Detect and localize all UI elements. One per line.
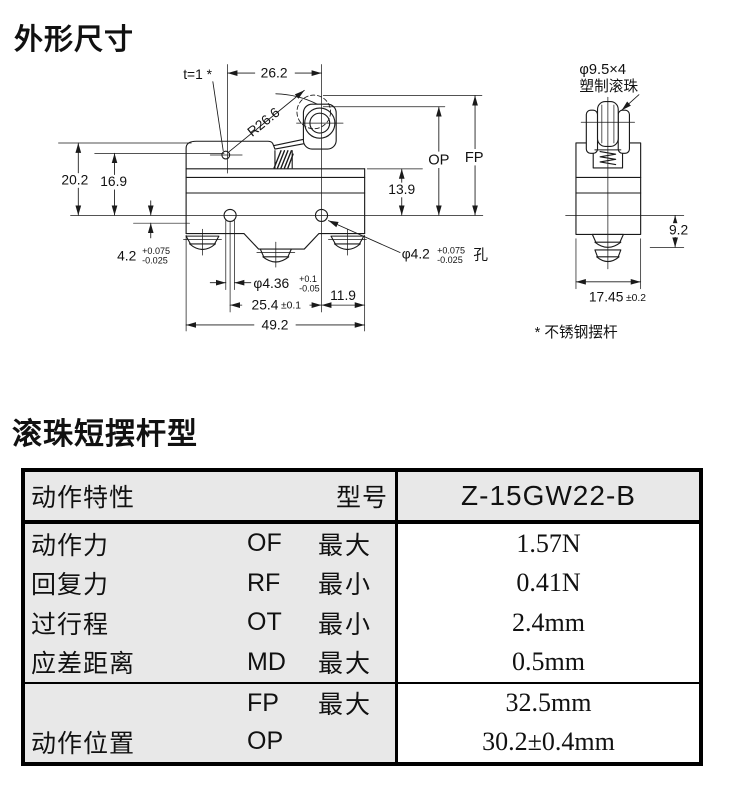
row-value: 32.5mm <box>505 688 592 718</box>
dim-4-2-tol-minus: -0.025 <box>142 256 168 266</box>
table-row: FP 最大 <box>25 684 395 723</box>
row-code: FP <box>247 688 279 717</box>
row-limit: 最小 <box>318 610 373 639</box>
row-label: 动作力 <box>31 531 110 560</box>
dim-17-45: 17.45 <box>589 290 624 305</box>
table-row: 动作力 OF 最大 <box>25 524 395 564</box>
section-title: 滚珠短摆杆型 <box>12 418 198 451</box>
row-code: MD <box>247 647 286 676</box>
row-label: 应差距离 <box>31 650 136 679</box>
dim-17-45-tol: ±0.2 <box>626 293 646 304</box>
dim-13-9: 13.9 <box>388 182 415 197</box>
dim-9-2: 9.2 <box>669 222 688 237</box>
table-header-model: Z-15GW22-B <box>398 472 699 524</box>
row-limit: 最小 <box>318 571 373 600</box>
stainless-lever-note: * 不锈钢摆杆 <box>535 324 618 341</box>
model-number: Z-15GW22-B <box>461 480 636 511</box>
dim-4-36-tol-minus: -0.05 <box>299 283 320 293</box>
dimension-drawing: 26.2 t=1 * R26.6 20.2 16.9 4.2 +0.075 -0… <box>57 62 692 341</box>
centerlines-front <box>58 64 484 332</box>
table-characteristics-labels: 动作力 OF 最大 回复力 RF 最小 过行程 OT 最小 应差距离 MD 最大 <box>25 524 398 684</box>
row-label: 过行程 <box>31 610 110 639</box>
dim-16-9: 16.9 <box>100 174 127 189</box>
dim-r26-6: R26.6 <box>245 105 283 140</box>
row-value: 30.2±0.4mm <box>482 726 615 756</box>
dim-25-4-tol: ±0.1 <box>281 301 301 312</box>
dimensions-side: φ9.5×4 塑制滚珠 9.2 17.45 ±0.2 * 不锈钢摆杆 <box>535 62 692 341</box>
row-code: OF <box>247 529 282 558</box>
dim-25-4: 25.4 <box>252 297 279 312</box>
row-value: 0.41N <box>516 568 581 598</box>
table-row: 动作位置 OP <box>25 723 395 762</box>
table-characteristics-values: 1.57N 0.41N 2.4mm 0.5mm <box>398 524 699 684</box>
row-label: 回复力 <box>31 571 110 600</box>
dim-4-2-tol-plus: +0.075 <box>142 246 170 256</box>
roller-spec-label: φ9.5×4 <box>579 62 626 78</box>
row-code: OT <box>247 608 282 637</box>
dim-4-2: 4.2 <box>117 248 136 263</box>
dim-20-2: 20.2 <box>61 172 88 187</box>
header-model-label: 型号 <box>335 484 388 512</box>
table-row: 过行程 OT 最小 <box>25 603 395 643</box>
row-limit: 最大 <box>318 691 373 720</box>
row-code: OP <box>247 727 284 756</box>
fp-label: FP <box>465 150 484 166</box>
terminal-screws-front <box>183 228 367 268</box>
plunger-spring-front <box>273 149 294 169</box>
row-value: 2.4mm <box>512 607 585 637</box>
dim-11-9: 11.9 <box>330 288 356 303</box>
dim-4-36-tol-plus: +0.1 <box>299 274 317 284</box>
dim-49-2: 49.2 <box>262 317 289 332</box>
op-label: OP <box>428 153 449 169</box>
roller-material-label: 塑制滚珠 <box>579 78 638 95</box>
table-row: 回复力 RF 最小 <box>25 564 395 604</box>
dim-26-2: 26.2 <box>261 65 288 80</box>
row-value: 1.57N <box>516 528 581 558</box>
dim-4-36: φ4.36 <box>253 276 289 291</box>
roller-free-position-phantom <box>296 94 332 130</box>
lever-thickness-label: t=1 * <box>183 67 212 82</box>
row-label: 动作位置 <box>31 729 136 758</box>
table-header-left: 动作特性 型号 <box>25 472 398 524</box>
table-row: 应差距离 MD 最大 <box>25 643 395 683</box>
row-limit: 最大 <box>318 531 373 560</box>
page-title: 外形尺寸 <box>14 24 135 56</box>
switch-side-view: φ9.5×4 塑制滚珠 9.2 17.45 ±0.2 * 不锈钢摆杆 <box>535 62 692 341</box>
hole-dia-label: φ4.2 <box>402 247 430 262</box>
dimensions-front: 26.2 t=1 * R26.6 20.2 16.9 4.2 +0.075 -0… <box>57 65 488 332</box>
table-position-labels: FP 最大 动作位置 OP <box>25 684 398 762</box>
switch-front-view: 26.2 t=1 * R26.6 20.2 16.9 4.2 +0.075 -0… <box>57 64 488 332</box>
row-limit: 最大 <box>318 650 373 679</box>
row-code: RF <box>247 568 281 597</box>
table-position-values: 32.5mm 30.2±0.4mm <box>398 684 699 762</box>
roller-lever-front <box>209 93 337 160</box>
row-value: 0.5mm <box>512 647 585 677</box>
hole-suffix: 孔 <box>473 246 488 263</box>
hole-dia-tol-plus: +0.075 <box>437 245 465 255</box>
hole-dia-tol-minus: -0.025 <box>437 255 463 265</box>
spec-table: 动作特性 型号 Z-15GW22-B 动作力 OF 最大 回复力 RF 最小 过… <box>21 468 703 766</box>
header-feature-label: 动作特性 <box>31 484 136 512</box>
